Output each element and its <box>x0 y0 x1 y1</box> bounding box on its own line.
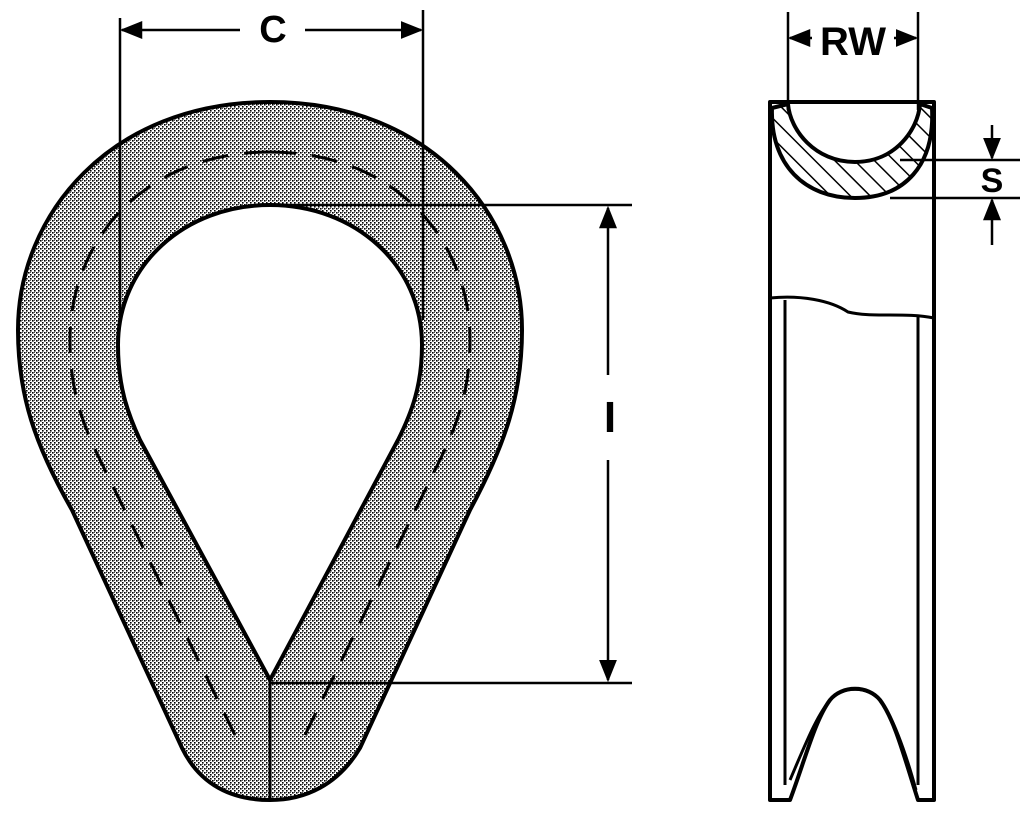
break-line <box>769 295 935 320</box>
label-s: S <box>981 162 1004 200</box>
thimble-front-view: C I <box>16 9 632 802</box>
side-outer-profile <box>768 100 936 802</box>
notch-outline <box>788 687 918 791</box>
label-i: I <box>604 393 616 442</box>
label-rw: RW <box>820 20 886 64</box>
groove-section <box>769 102 935 200</box>
groove-dashed-line <box>68 150 472 736</box>
label-c: C <box>259 9 286 51</box>
thimble-side-view: RW S <box>768 12 1020 802</box>
